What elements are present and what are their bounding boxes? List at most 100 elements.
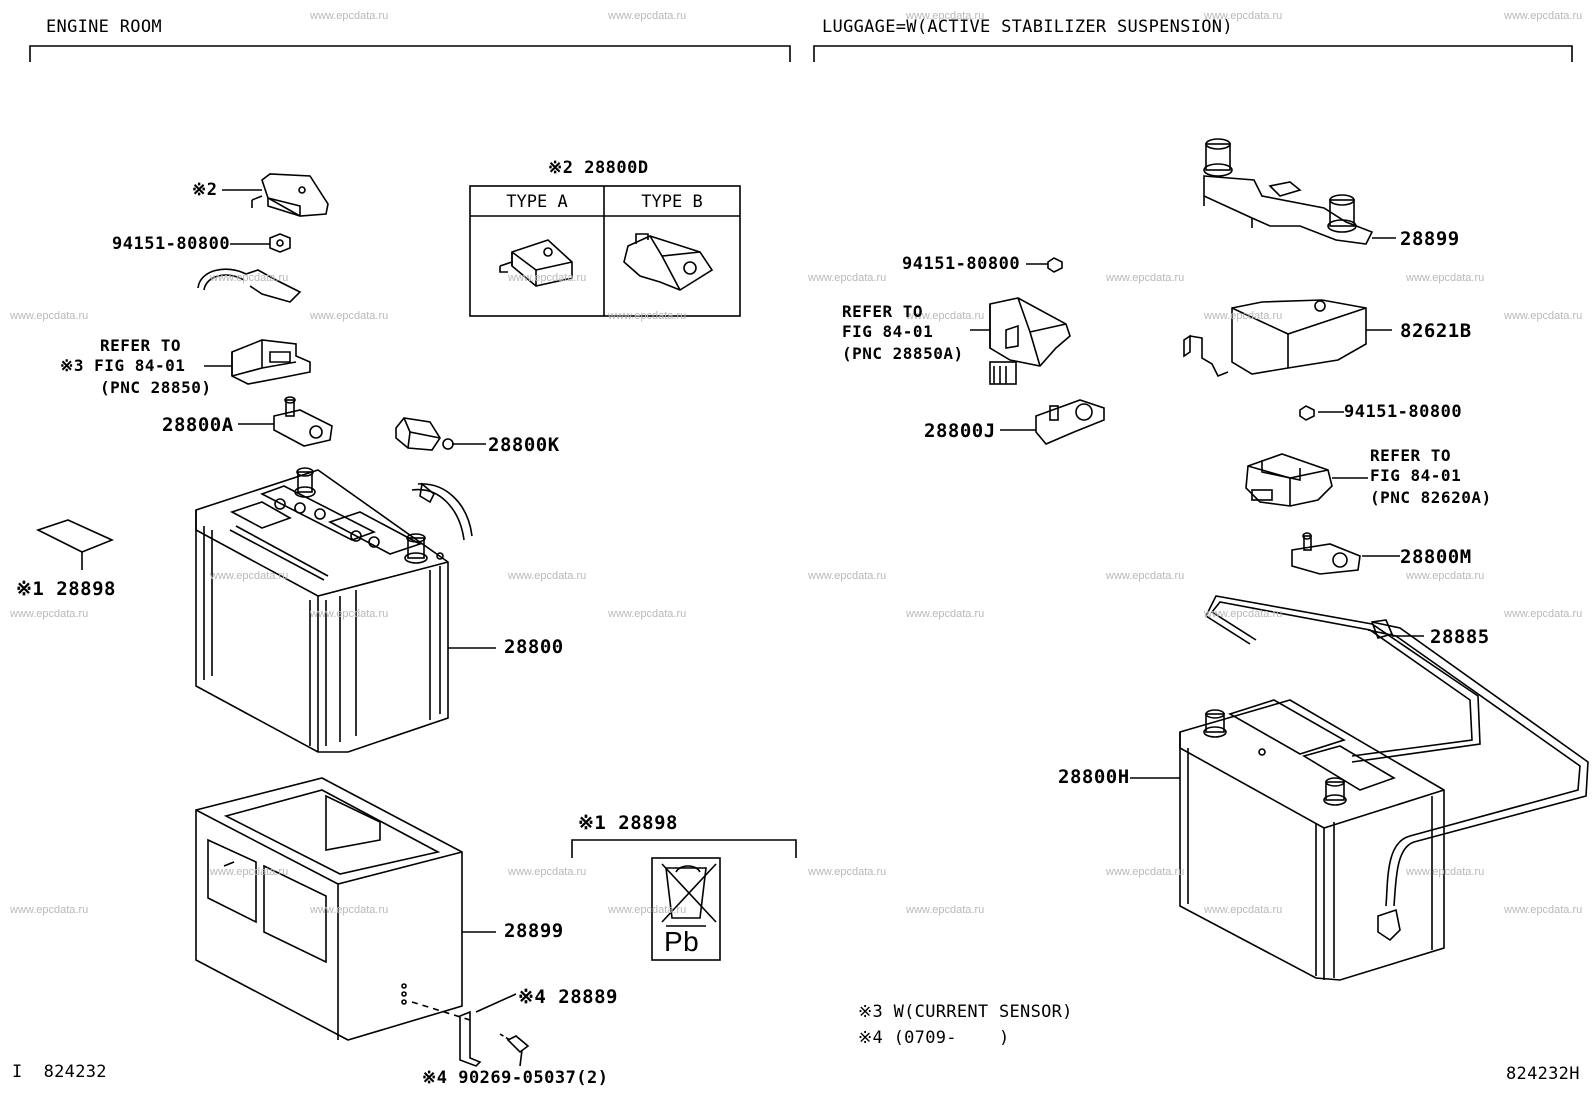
left-clamp-k-drawing [395, 417, 486, 451]
left-refer-line3: (PNC 28850) [100, 378, 212, 397]
right-current-sensor-drawing [970, 297, 1071, 385]
watermark: www.epcdata.ru [808, 866, 887, 878]
right-nut-top-callout: 94151-80800 [902, 254, 1021, 274]
watermark: www.epcdata.ru [210, 570, 289, 582]
watermark: www.epcdata.ru [608, 310, 687, 322]
right-nut-mid-drawing [1299, 405, 1344, 421]
watermark: www.epcdata.ru [310, 904, 389, 916]
watermark: www.epcdata.ru [210, 866, 289, 878]
watermark: www.epcdata.ru [1106, 570, 1185, 582]
left-clamp-a-callout: 28800A [162, 414, 234, 436]
right-clamp-j-callout: 28800J [924, 420, 996, 442]
right-refer-line1: REFER TO [842, 302, 924, 321]
right-current-sensor-b-drawing [1245, 453, 1368, 507]
type-a-cover-drawing [499, 239, 573, 287]
watermark: www.epcdata.ru [1406, 272, 1485, 284]
right-nut-mid-callout: 94151-80800 [1344, 402, 1463, 422]
right-battery-drawing [1130, 699, 1445, 981]
right-cover-drawing [1183, 299, 1392, 378]
watermark: www.epcdata.ru [508, 570, 587, 582]
left-cover-callout: ※2 [192, 180, 218, 200]
watermark: www.epcdata.ru [608, 608, 687, 620]
right-section-bracket [813, 45, 1573, 62]
right-clamp-m-callout: 28800M [1400, 546, 1472, 568]
note-current-sensor: ※3 W(CURRENT SENSOR) [858, 1002, 1073, 1022]
left-battery-drawing [195, 467, 496, 753]
left-nut-drawing [230, 233, 291, 253]
left-terminal-cover-drawing [222, 173, 329, 217]
left-section-title: ENGINE ROOM [46, 17, 162, 37]
type-b-header: TYPE B [641, 192, 703, 212]
right-section-title: LUGGAGE=W(ACTIVE STABILIZER SUSPENSION) [822, 17, 1233, 37]
left-battery-callout: 28800 [504, 636, 564, 658]
watermark: www.epcdata.ru [1204, 904, 1283, 916]
left-label-sheet-callout: ※1 28898 [16, 578, 116, 600]
left-bracket-drawing [459, 993, 530, 1067]
right-battery-callout: 28800H [1058, 766, 1130, 788]
pb-symbol: Pb [664, 926, 700, 957]
right-vent-hose-drawing [1204, 595, 1589, 907]
watermark: www.epcdata.ru [1504, 608, 1583, 620]
watermark: www.epcdata.ru [608, 904, 687, 916]
left-cable-fragment-drawing [197, 268, 302, 303]
left-clamp-k-callout: 28800K [488, 434, 560, 456]
left-label-sheet-drawing [35, 519, 115, 570]
watermark: www.epcdata.ru [906, 10, 985, 22]
pb-label-box-drawing [571, 839, 797, 961]
left-refer-line2: ※3 FIG 84-01 [60, 356, 186, 375]
right-refer-b-line2: FIG 84-01 [1370, 466, 1462, 485]
watermark: www.epcdata.ru [1106, 272, 1185, 284]
watermark: www.epcdata.ru [1204, 10, 1283, 22]
watermark: www.epcdata.ru [10, 904, 89, 916]
right-refer-line2: FIG 84-01 [842, 322, 934, 341]
right-clamp-m-drawing [1291, 532, 1400, 575]
footer-left-code: I 824232 [12, 1062, 107, 1082]
watermark: www.epcdata.ru [508, 272, 587, 284]
watermark: www.epcdata.ru [608, 10, 687, 22]
watermark: www.epcdata.ru [1504, 904, 1583, 916]
right-nut-top-drawing [1026, 257, 1063, 273]
watermark: www.epcdata.ru [508, 866, 587, 878]
watermark: www.epcdata.ru [310, 608, 389, 620]
footer-right-code: 824232H [1506, 1064, 1580, 1084]
watermark: www.epcdata.ru [1106, 866, 1185, 878]
type-table-frame [469, 185, 741, 317]
pb-label-box-title: ※1 28898 [578, 812, 678, 834]
right-clamp-j-drawing [1000, 399, 1105, 445]
left-clamp-a-drawing [238, 396, 333, 447]
watermark: www.epcdata.ru [906, 310, 985, 322]
watermark: www.epcdata.ru [1204, 310, 1283, 322]
right-holder-callout: 28899 [1400, 228, 1460, 250]
watermark: www.epcdata.ru [210, 272, 289, 284]
left-bolt-callout: ※4 90269-05037(2) [422, 1068, 609, 1088]
type-table-title: ※2 28800D [548, 158, 649, 178]
left-bracket-callout: ※4 28889 [518, 986, 618, 1008]
right-refer-line3: (PNC 28850A) [842, 344, 964, 363]
watermark: www.epcdata.ru [1406, 570, 1485, 582]
left-nut-callout: 94151-80800 [112, 234, 231, 254]
left-refer-line1: REFER TO [100, 336, 182, 355]
watermark: www.epcdata.ru [808, 570, 887, 582]
watermark: www.epcdata.ru [1504, 10, 1583, 22]
type-b-cover-drawing [623, 233, 714, 291]
left-current-sensor-drawing [204, 339, 311, 385]
type-a-header: TYPE A [506, 192, 568, 212]
watermark: www.epcdata.ru [1504, 310, 1583, 322]
right-refer-b-line1: REFER TO [1370, 446, 1452, 465]
watermark: www.epcdata.ru [906, 608, 985, 620]
watermark: www.epcdata.ru [906, 904, 985, 916]
watermark: www.epcdata.ru [1406, 866, 1485, 878]
watermark: www.epcdata.ru [10, 608, 89, 620]
right-cover-callout: 82621B [1400, 320, 1472, 342]
left-tray-drawing [195, 777, 496, 1041]
right-vent-hose-callout: 28885 [1430, 626, 1490, 648]
watermark: www.epcdata.ru [808, 272, 887, 284]
left-section-bracket [29, 45, 791, 62]
watermark: www.epcdata.ru [1204, 608, 1283, 620]
note-production-date: ※4 (0709- ) [858, 1028, 1010, 1048]
left-tray-callout: 28899 [504, 920, 564, 942]
watermark: www.epcdata.ru [310, 10, 389, 22]
right-refer-b-line3: (PNC 82620A) [1370, 488, 1492, 507]
right-holder-drawing [1203, 138, 1396, 245]
